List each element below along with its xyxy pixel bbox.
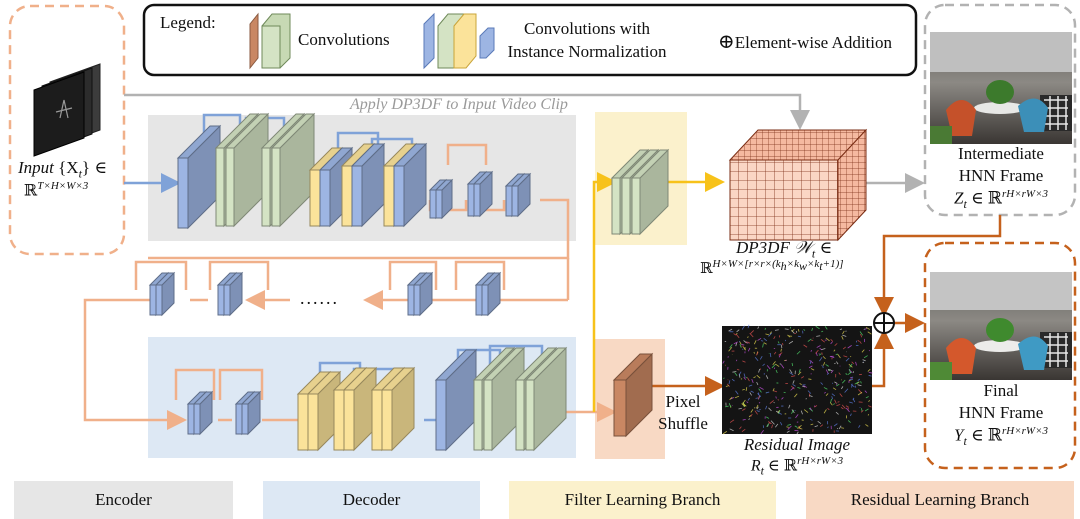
conv-layer [350, 142, 386, 228]
dp3df-label: DP3DF 𝒲t ∈ [736, 238, 833, 261]
intermediate-to-plus-arrow [874, 215, 1002, 317]
conv-layer [472, 170, 494, 218]
input-space: ℝT×H×W×3 [24, 180, 89, 200]
legend-conv-in-label-1: Convolutions with [523, 19, 651, 38]
conv-layer [434, 178, 454, 220]
intermediate-label-1: Intermediate [958, 144, 1044, 163]
region-label-encoder: Encoder [14, 481, 233, 519]
plus-icon: ⊕ [718, 31, 735, 53]
input-dashed-box [8, 4, 126, 256]
legend-conv-label: Convolutions [298, 30, 390, 49]
conv-layer [192, 390, 214, 436]
legend-title: Legend: [160, 13, 216, 32]
conv-layer [392, 142, 428, 228]
input-label: Input {Xt} ∈ [18, 158, 107, 181]
conv-layer [480, 271, 502, 317]
conv-layer [412, 271, 434, 317]
legend-conv-in-icon [423, 12, 495, 70]
conv-layer [222, 271, 244, 317]
conv-layer [434, 348, 478, 452]
apply-dp3df-label: Apply DP3DF to Input Video Clip [350, 96, 568, 113]
conv-layer [510, 172, 532, 218]
conv-layer [612, 352, 654, 438]
conv-layer [176, 124, 222, 230]
legend-add-label: Element-wise Addition [734, 33, 892, 52]
conv-layer [380, 366, 416, 452]
intermediate-formula: Zt ∈ ℝrH×rW×3 [953, 188, 1049, 212]
region-label-filter: Filter Learning Branch [509, 481, 776, 519]
legend-conv-icon [249, 12, 291, 70]
conv-layer [342, 366, 378, 452]
conv-layer [154, 271, 176, 317]
conv-layer [224, 112, 270, 228]
final-label-1: Final [983, 381, 1019, 400]
conv-layer [240, 390, 262, 436]
photo-icon [930, 272, 1072, 380]
ellipsis: ...... [300, 288, 339, 308]
plus-icon [873, 312, 895, 334]
region-label-residual: Residual Learning Branch [806, 481, 1074, 519]
final-label-2: HNN Frame [958, 403, 1044, 422]
residual-label: Residual Image [743, 435, 851, 454]
intermediate-label-2: HNN Frame [958, 166, 1044, 185]
conv-layer [630, 148, 670, 236]
conv-layer [524, 346, 568, 452]
dp3df-space: ℝH×W×[r×r×(kh×kw×kt+1)] [700, 258, 844, 277]
decoder-to-filter-arrow [592, 172, 617, 412]
residual-to-plus-arrow [872, 329, 894, 388]
photo-icon [930, 32, 1072, 144]
pixel-shuffle-label-1: Pixel [665, 392, 701, 411]
cube-grid-icon [728, 128, 868, 242]
legend-conv-in-label-2: Instance Normalization [507, 42, 667, 61]
noise-icon [722, 324, 873, 435]
apply-dp3df-arrow [124, 93, 810, 130]
residual-formula: Rt ∈ ℝrH×rW×3 [750, 455, 844, 478]
pixel-shuffle-label-2: Shuffle [658, 414, 708, 433]
conv-layer [270, 112, 316, 228]
region-label-decoder: Decoder [263, 481, 480, 519]
final-formula: Yt ∈ ℝrH×rW×3 [953, 425, 1049, 449]
legend-box [142, 3, 918, 77]
film-stack-icon [33, 63, 101, 157]
final-dashed-box [923, 241, 1077, 470]
legend-add: ⊕Element-wise Addition [718, 29, 892, 54]
